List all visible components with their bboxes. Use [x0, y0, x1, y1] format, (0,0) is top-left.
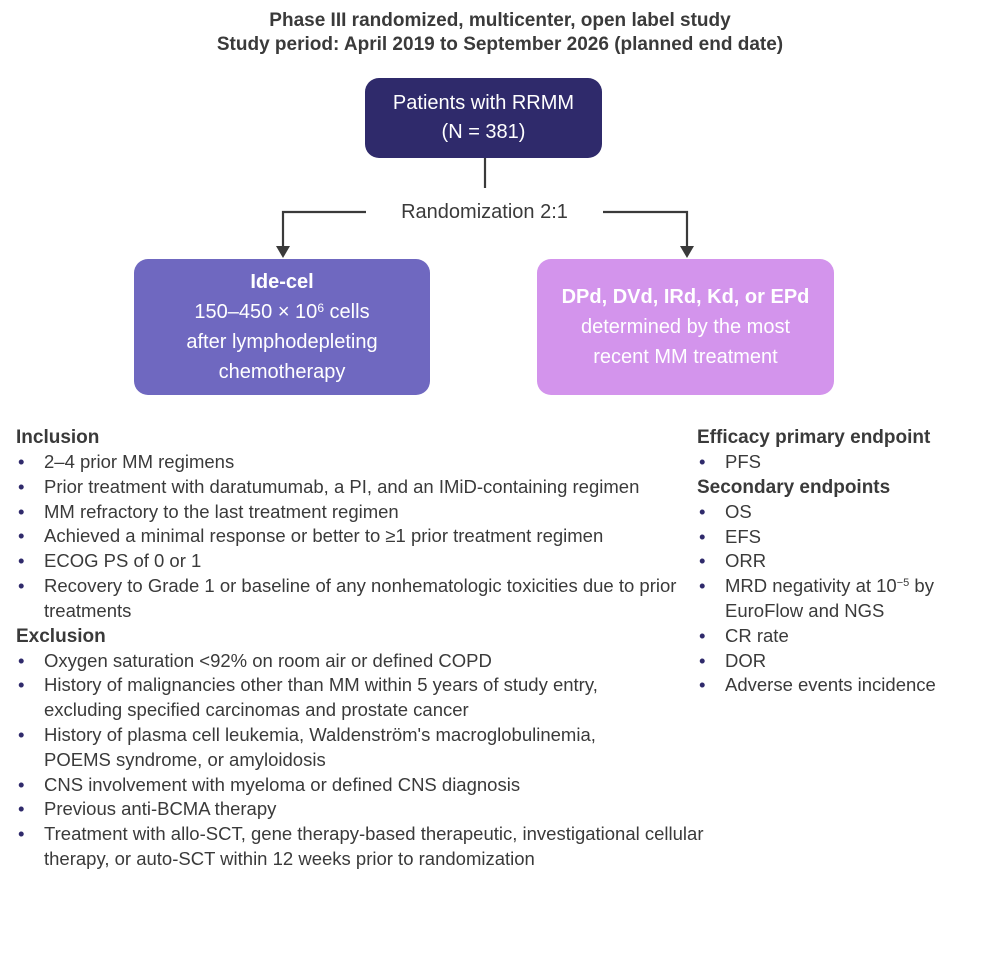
exclusion-item: Previous anti-BCMA therapy — [16, 797, 696, 822]
secondary-endpoint-item: EFS — [697, 525, 987, 550]
secondary-endpoint-item-mrd: MRD negativity at 10−5 by EuroFlow and N… — [697, 574, 985, 624]
mrd-exponent: −5 — [896, 577, 910, 590]
population-box: Patients with RRMM (N = 381) — [365, 78, 602, 158]
secondary-endpoints-list: OS EFS ORR MRD negativity at 10−5 by Eur… — [697, 500, 987, 698]
secondary-endpoint-item: CR rate — [697, 624, 987, 649]
population-count: (N = 381) — [441, 121, 526, 143]
connector-randomization-to-standard-regimens — [603, 210, 689, 247]
mrd-suffix: by EuroFlow and NGS — [725, 575, 934, 621]
secondary-endpoint-item: OS — [697, 500, 987, 525]
exclusion-list: Oxygen saturation <92% on room air or de… — [16, 649, 704, 872]
ide-cel-line3: chemotherapy — [218, 361, 346, 383]
exclusion-heading: Exclusion — [16, 625, 106, 647]
exclusion-item: History of plasma cell leukemia, Waldens… — [16, 723, 634, 773]
secondary-endpoint-item: ORR — [697, 549, 987, 574]
exclusion-item: Treatment with allo-SCT, gene therapy-ba… — [16, 822, 709, 872]
ide-cel-dose-prefix: 150–450 × 10 — [194, 301, 318, 323]
secondary-endpoint-item: DOR — [697, 649, 987, 674]
standard-regimens-arm-box: DPd, DVd, IRd, Kd, or EPd determined by … — [537, 259, 834, 395]
primary-endpoint-item: PFS — [697, 450, 987, 475]
inclusion-item: MM refractory to the last treatment regi… — [16, 500, 696, 525]
exclusion-item: History of malignancies other than MM wi… — [16, 673, 669, 723]
inclusion-item: Recovery to Grade 1 or baseline of any n… — [16, 574, 704, 624]
exclusion-item: CNS involvement with myeloma or defined … — [16, 773, 696, 798]
randomization-label: Randomization 2:1 — [401, 201, 568, 223]
ide-cel-dose-suffix: cells — [324, 301, 370, 323]
ide-cel-dose: 150–450 × 106 cells — [134, 297, 430, 327]
eligibility-criteria: Inclusion 2–4 prior MM regimens Prior tr… — [16, 425, 704, 872]
ide-cel-arm-title: Ide-cel — [250, 271, 314, 293]
inclusion-item: ECOG PS of 0 or 1 — [16, 549, 696, 574]
ide-cel-arm-box: Ide-cel 150–450 × 106 cells after lympho… — [134, 259, 430, 395]
secondary-endpoints-heading: Secondary endpoints — [697, 476, 891, 498]
endpoints: Efficacy primary endpoint PFS Secondary … — [697, 425, 987, 698]
primary-endpoint-heading: Efficacy primary endpoint — [697, 427, 931, 448]
ide-cel-line2: after lymphodepleting — [186, 331, 378, 353]
inclusion-heading: Inclusion — [16, 427, 100, 448]
standard-regimens-line2: determined by the most — [581, 316, 790, 338]
arrow-down-icon-left — [276, 246, 290, 258]
standard-regimens-line3: recent MM treatment — [593, 346, 778, 368]
secondary-endpoint-item: Adverse events incidence — [697, 673, 987, 698]
population-label: Patients with RRMM — [392, 92, 575, 114]
ide-cel-dose-exponent: 6 — [317, 301, 324, 315]
inclusion-item: 2–4 prior MM regimens — [16, 450, 696, 475]
arrow-down-icon-right — [680, 246, 694, 258]
inclusion-list: 2–4 prior MM regimens Prior treatment wi… — [16, 450, 696, 624]
inclusion-item: Prior treatment with daratumumab, a PI, … — [16, 475, 669, 500]
inclusion-item: Achieved a minimal response or better to… — [16, 524, 664, 549]
study-title: Phase III randomized, multicenter, open … — [269, 10, 731, 31]
exclusion-item: Oxygen saturation <92% on room air or de… — [16, 649, 696, 674]
mrd-prefix: MRD negativity at 10 — [725, 575, 897, 597]
study-period: Study period: April 2019 to September 20… — [216, 34, 784, 55]
primary-endpoint-list: PFS — [697, 450, 987, 475]
standard-regimens-title: DPd, DVd, IRd, Kd, or EPd — [561, 286, 810, 308]
connector-randomization-to-ide-cel — [281, 210, 366, 247]
